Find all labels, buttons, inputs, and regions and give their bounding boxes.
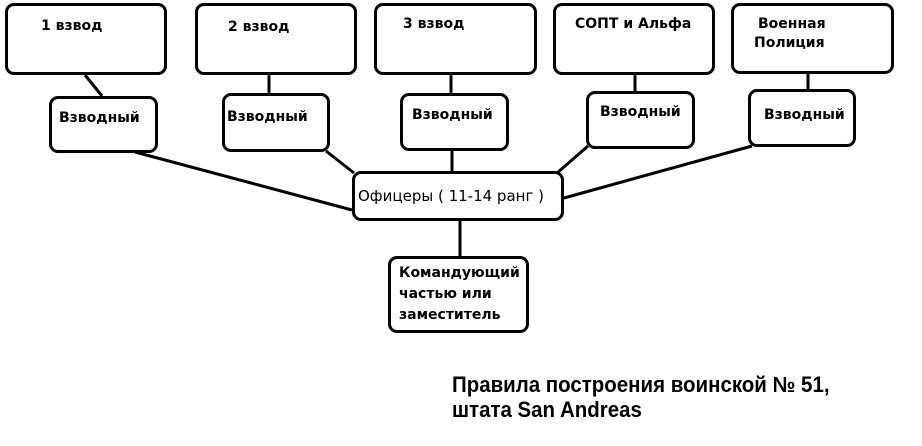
unit-label-line2: Полиция — [754, 35, 825, 51]
connector-leader2-officers — [325, 149, 355, 175]
connector-leader1-officers — [134, 150, 353, 212]
unit-label: 3 взвод — [403, 16, 465, 32]
commander-label-line1: Командующий — [399, 265, 520, 281]
platoon-leader-box-4: Взводный — [586, 91, 695, 149]
title-line2: штата San Andreas — [452, 397, 642, 422]
platoon-leader-label: Взводный — [412, 107, 493, 123]
connector-leader5-officers — [563, 144, 753, 200]
platoon-leader-box-1: Взводный — [49, 96, 158, 153]
connector-unit1-leader — [83, 74, 104, 97]
unit-label: СОПТ и Альфа — [575, 16, 692, 32]
title-line1: Правила построения воинской № 51, — [452, 372, 830, 397]
platoon-leader-label: Взводный — [227, 109, 308, 125]
unit-box-sopt-alpha: СОПТ и Альфа — [553, 3, 715, 75]
unit-box-1: 1 взвод — [5, 3, 167, 75]
platoon-leader-box-3: Взводный — [400, 93, 509, 151]
platoon-leader-label: Взводный — [59, 110, 140, 126]
unit-box-military-police: Военная Полиция — [731, 3, 894, 74]
commander-label-line3: заместитель — [399, 307, 501, 323]
unit-box-2: 2 взвод — [195, 3, 357, 75]
diagram-title: Правила построения воинской № 51, штата … — [452, 372, 830, 422]
platoon-leader-box-2: Взводный — [222, 93, 330, 152]
unit-label: 2 взвод — [228, 19, 290, 35]
unit-box-3: 3 взвод — [374, 3, 537, 75]
platoon-leader-label: Взводный — [764, 107, 845, 123]
platoon-leader-box-5: Взводный — [748, 89, 856, 147]
connector-leader4-officers — [556, 144, 589, 175]
commander-box: Командующий частью или заместитель — [388, 256, 529, 333]
unit-label-line1: Военная — [758, 16, 826, 32]
officers-box: Офицеры ( 11-14 ранг ) — [352, 171, 564, 221]
commander-label-line2: частью или — [399, 286, 492, 302]
officers-label: Офицеры ( 11-14 ранг ) — [358, 187, 544, 205]
unit-label: 1 взвод — [41, 18, 103, 34]
platoon-leader-label: Взводный — [600, 104, 681, 120]
